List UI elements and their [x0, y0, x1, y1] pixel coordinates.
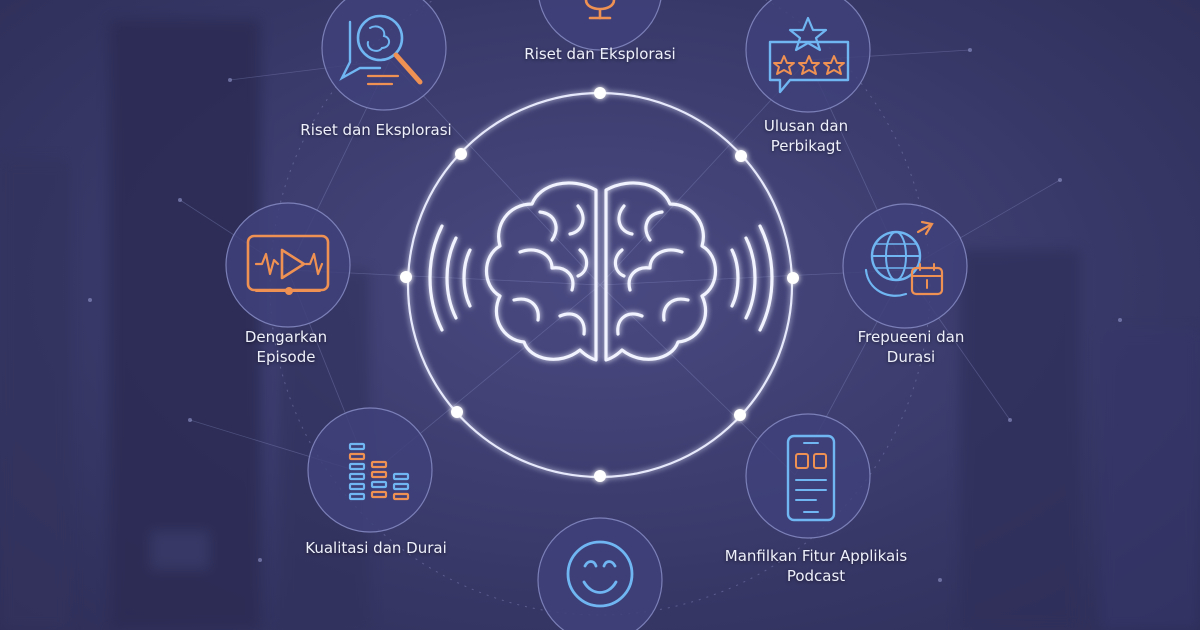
ring-dots: [400, 87, 799, 482]
node-bottom-right[interactable]: [745, 413, 871, 539]
star-rating-icon: [768, 16, 850, 94]
label-top: Riset dan Eksplorasi: [524, 45, 676, 63]
node-top[interactable]: [538, 0, 662, 51]
brain-sound-icon: [428, 181, 774, 362]
research-magnifier-icon: [339, 14, 423, 86]
network-dots: [88, 48, 1122, 582]
globe-calendar-icon: [864, 220, 944, 297]
node-top-left[interactable]: [321, 0, 447, 111]
label-bottom-left: Kualitasi dan Durai: [305, 539, 447, 557]
node-top-right[interactable]: [745, 0, 871, 113]
smiley-icon: [566, 540, 634, 608]
label-top-right: Ulusan dan Perbikagt: [763, 117, 849, 155]
node-bottom-left[interactable]: [307, 407, 433, 533]
label-bottom-right: Manfilkan Fitur Applikais Podcast: [724, 547, 908, 585]
node-right[interactable]: [842, 203, 968, 329]
label-left: Dengarkan Episode: [244, 328, 328, 366]
equalizer-icon: [348, 442, 410, 501]
node-left[interactable]: [225, 202, 351, 328]
microphone-icon: [584, 0, 616, 20]
node-bottom[interactable]: [537, 517, 663, 630]
label-right: Frepueeni dan Durasi: [857, 328, 965, 366]
label-top-left: Riset dan Eksplorasi: [300, 121, 452, 139]
video-play-icon: [246, 234, 330, 295]
smartphone-app-icon: [786, 434, 836, 522]
